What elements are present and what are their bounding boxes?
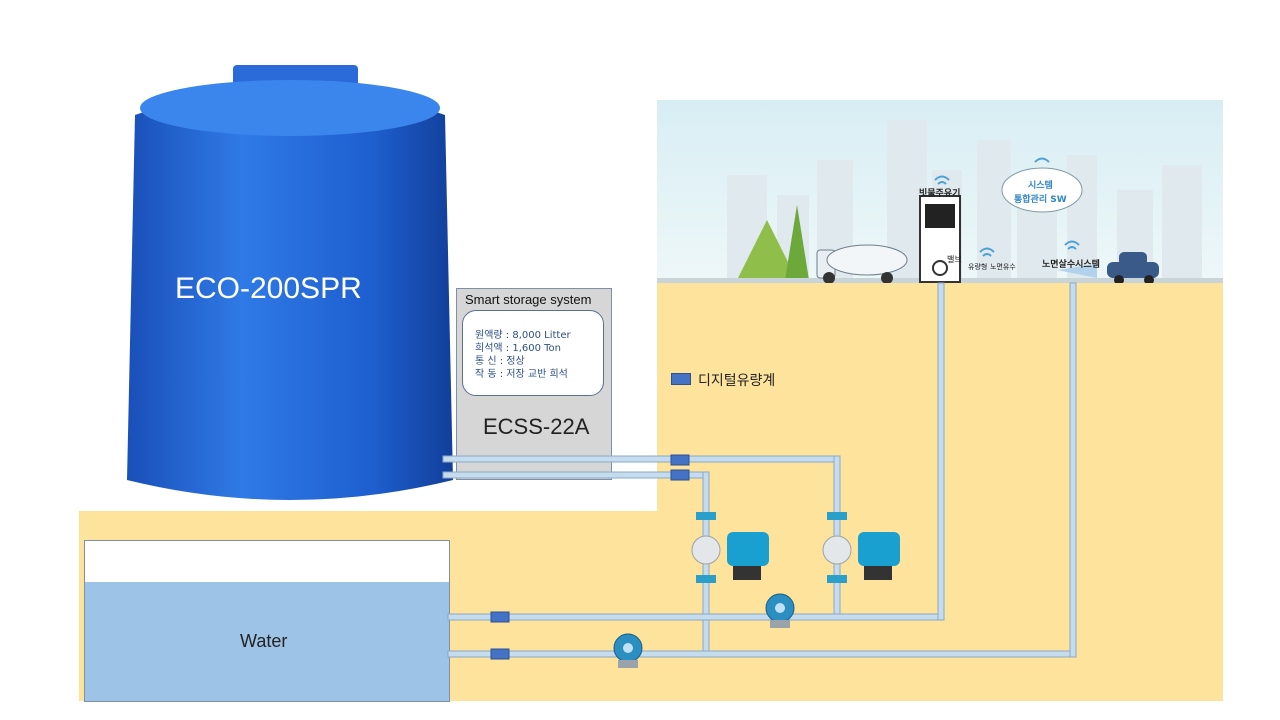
cloud-line2: 통합관리 SW	[1014, 195, 1067, 205]
status-line: 통 신 : 정상	[475, 356, 525, 367]
pump-motor-1	[691, 512, 769, 583]
status-line: 희석액 : 1,600 Ton	[475, 343, 561, 354]
water-fill	[85, 582, 449, 701]
inline-pump-2	[613, 633, 643, 668]
status-line: 원액량 : 8,000 Litter	[475, 330, 571, 341]
dispenser-label: 빗물주유기	[919, 189, 961, 199]
meter-label: 유량계	[925, 237, 948, 246]
tree-right	[785, 205, 809, 280]
water-reservoir: Water	[84, 540, 450, 702]
flowmeter-legend-swatch	[671, 373, 691, 385]
rainwater-dispenser	[919, 195, 961, 283]
flowmeter	[490, 648, 510, 660]
cloud-line1: 시스템	[1028, 181, 1053, 191]
status-line: 작 동 : 저장 교반 희석	[475, 369, 568, 380]
city-scene: 빗물주유기 유량계 밸브 시스템 통합관리 SW 유량형 노면유수 노면살수시스…	[657, 100, 1223, 285]
sensor1-label: 유량형	[968, 263, 988, 271]
flowmeter	[490, 611, 510, 623]
city-illustration	[657, 120, 1223, 285]
water-label: Water	[240, 631, 288, 651]
pump-motor-2	[822, 512, 900, 583]
flowmeter-legend-label: 디지털유량계	[698, 373, 776, 389]
car	[1107, 252, 1159, 285]
road-system-label: 노면살수시스템	[1042, 260, 1100, 270]
inline-pump-1	[765, 593, 795, 628]
controller-model: ECSS-22A	[483, 414, 590, 439]
controller-title: Smart storage system	[465, 292, 592, 307]
flowmeter	[670, 469, 690, 481]
valve-label: 밸브	[947, 255, 962, 264]
controller-panel: Smart storage system 원액량 : 8,000 Litter …	[456, 288, 612, 480]
tree-left	[737, 220, 797, 280]
flowmeter	[670, 454, 690, 466]
tanker-truck	[816, 244, 908, 284]
sensor2-label: 노면유수	[990, 263, 1016, 271]
tank-label: ECO-200SPR	[175, 272, 362, 305]
status-box: 원액량 : 8,000 Litter 희석액 : 1,600 Ton 통 신 :…	[462, 310, 604, 396]
cloud-icon	[1001, 167, 1083, 213]
storage-tank	[127, 65, 453, 500]
